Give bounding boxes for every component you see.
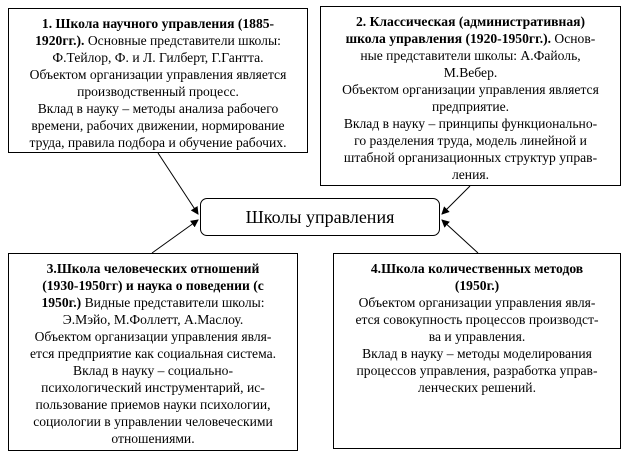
bold-heading-text: 1920гг.). [35,33,85,48]
box-text-line: Объектом организации управления явля- [334,294,620,311]
bold-heading-text: 4.Школа количественных методов [370,261,584,276]
body-text: отношениями. [111,431,195,446]
body-text: Вклад в науку – социально- [73,363,233,378]
body-text: М.Вебер. [443,65,498,80]
box-text-line: Объектом организации управления является [9,66,307,83]
arrow-school-2 [441,185,471,215]
body-text: штабной организационных структур управ- [343,150,598,165]
box-text-line: отношениями. [9,430,297,447]
box-text-line: Вклад в науку – принципы функционально- [321,115,620,132]
body-text: труда, правила подбора и обучение рабочи… [29,135,287,150]
school-box-quantitative-methods: 4.Школа количественных методов (1950г.) Об… [333,253,621,449]
school-box-human-relations: 3.Школа человеческих отношений (1930-1950… [8,253,298,451]
box-text-line: 2. Классическая (административная) [321,13,620,30]
box-text-line: пользование приемов науки психологии, [9,396,297,413]
box-text-line: предприятие. [321,98,620,115]
box-text-line: процессов управления, разработка управ- [334,362,620,379]
box-text-line: штабной организационных структур управ- [321,149,620,166]
body-text: социологии в управлении человеческими [33,414,273,429]
body-text: пользование приемов науки психологии, [35,397,271,412]
arrow-school-3 [151,219,199,254]
body-text: процессов управления, разработка управ- [356,363,598,378]
box-text-line: го разделения труда, модель линейной и [321,132,620,149]
bold-heading-text: школа управления (1920-1950гг.). [345,31,552,46]
body-text: Вклад в науку – методы моделирования [362,346,592,361]
body-text: Э.Мэйо, М.Фоллетт, А.Маслоу. [62,312,244,327]
box-text-line: Ф.Тейлор, Ф. и Л. Гилберт, Г.Гантта. [9,49,307,66]
box-text-line: 1950г.) Видные представители школы: [9,294,297,311]
body-text: психологический инструментарий, ис- [41,380,265,395]
bold-heading-text: 2. Классическая (административная) [355,14,586,29]
school-box-classical-administrative: 2. Классическая (административная)школа … [320,6,621,186]
box-text-line: Вклад в науку – методы моделирования [334,345,620,362]
body-text: Основ- [551,31,596,46]
bold-heading-text: 1950г.) [41,295,82,310]
box-text-line: труда, правила подбора и обучение рабочи… [9,134,307,151]
bold-heading-text: 3.Школа человеческих отношений [46,261,260,276]
body-text: предприятие. [431,99,510,114]
box-text-line: (1950г.) [334,277,620,294]
central-node-management-schools: Школы управления [200,198,440,236]
bold-heading-text: (1950г.) [454,278,500,293]
box-text-line: времени, рабочих движении, нормирование [9,117,307,134]
body-text: ва и управления. [428,329,526,344]
body-text: ные представители школы: А.Файоль, [360,48,581,63]
box-text-line: Э.Мэйо, М.Фоллетт, А.Маслоу. [9,311,297,328]
box-text-line: 4.Школа количественных методов [334,260,620,277]
box-text-line: 1920гг.). Основные представители школы: [9,32,307,49]
body-text: Ф.Тейлор, Ф. и Л. Гилберт, Г.Гантта. [52,50,264,65]
body-text: Объектом организации управления является [29,67,287,82]
box-text-line: 3.Школа человеческих отношений [9,260,297,277]
body-text: Основные представители школы: [84,33,281,48]
body-text: Объектом организации управления явля- [34,329,272,344]
body-text: ленческих решений. [418,380,536,395]
box-text-line: ленческих решений. [334,379,620,396]
school-box-scientific-management: 1. Школа научного управления (1885-1920г… [8,8,308,153]
box-text-line: ется совокупность процессов производст- [334,311,620,328]
body-text: Объектом организации управления явля- [358,295,596,310]
body-text: Видные представители школы: [81,295,265,310]
box-text-line: социологии в управлении человеческими [9,413,297,430]
body-text: ления. [451,167,490,182]
box-text-line: Объектом организации управления явля- [9,328,297,345]
arrow-school-4 [441,219,479,254]
box-text-line: М.Вебер. [321,64,620,81]
box-text-line: производственный процесс. [9,83,307,100]
body-text: ется предприятие как социальная система. [29,346,277,361]
box-text-line: психологический инструментарий, ис- [9,379,297,396]
box-text-line: 1. Школа научного управления (1885- [9,15,307,32]
box-text-line: ва и управления. [334,328,620,345]
bold-heading-text: (1930-1950гг) и наука о поведении (с [42,278,264,293]
box-text-line: ется предприятие как социальная система. [9,345,297,362]
body-text: го разделения труда, модель линейной и [354,133,587,148]
body-text: Объектом организации управления является [342,82,599,97]
box-text-line: Объектом организации управления является [321,81,620,98]
box-text-line: Вклад в науку – методы анализа рабочего [9,100,307,117]
box-text-line: ления. [321,166,620,183]
bold-heading-text: 1. Школа научного управления (1885- [41,16,275,31]
body-text: Вклад в науку – принципы функционально- [343,116,598,131]
body-text: ется совокупность процессов производст- [355,312,599,327]
box-text-line: (1930-1950гг) и наука о поведении (с [9,277,297,294]
box-text-line: школа управления (1920-1950гг.). Основ- [321,30,620,47]
body-text: времени, рабочих движении, нормирование [31,118,285,133]
body-text: производственный процесс. [77,84,239,99]
arrow-school-1 [157,152,199,215]
body-text: Вклад в науку – методы анализа рабочего [37,101,279,116]
box-text-line: ные представители школы: А.Файоль, [321,47,620,64]
box-text-line: Вклад в науку – социально- [9,362,297,379]
